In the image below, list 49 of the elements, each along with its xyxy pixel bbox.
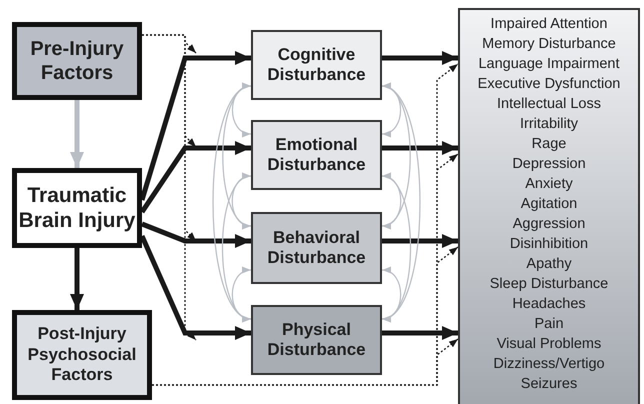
- box-label: Physical Disturbance: [266, 320, 367, 360]
- symptom-text: Apathy: [526, 255, 572, 274]
- arrow: [382, 326, 458, 340]
- symptom-text: Aggression: [512, 215, 586, 234]
- symptom-text: Impaired Attention: [490, 15, 608, 34]
- box-label: Behavioral Disturbance: [266, 228, 367, 268]
- symptom-text: Rage: [532, 135, 566, 154]
- symptom-text: Sleep Disturbance: [490, 275, 608, 294]
- arrow: [222, 85, 252, 227]
- box-label: Post-Injury Psychosocial Factors: [26, 324, 138, 386]
- box-label: Traumatic Brain Injury: [18, 182, 136, 234]
- symptom-text: Visual Problems: [496, 335, 602, 354]
- disturbance-box: [251, 30, 382, 100]
- disturbance-box: [251, 305, 382, 375]
- disturbance-box: [251, 212, 382, 284]
- injury-box: [12, 168, 142, 248]
- symptom-text: Agitation: [520, 195, 578, 214]
- symptom-text: Executive Dysfunction: [478, 75, 620, 94]
- symptom-text: Disinhibition: [510, 235, 588, 254]
- arrow: [382, 51, 458, 65]
- symptom-text: Headaches: [512, 295, 586, 314]
- symptom-text: Anxiety: [525, 175, 573, 194]
- arrow: [382, 268, 402, 321]
- arrow: [70, 248, 84, 310]
- symptom-text: Memory Disturbance: [482, 35, 616, 54]
- arrow: [222, 175, 252, 320]
- symptom-text: Irritability: [520, 115, 578, 134]
- box-label: Cognitive Disturbance: [266, 44, 367, 86]
- arrow: [382, 234, 458, 248]
- factor-box: [12, 310, 152, 400]
- arrow: [382, 175, 412, 320]
- box-label: Emotional Disturbance: [266, 134, 367, 176]
- arrow: [70, 100, 84, 168]
- arrow: [382, 85, 411, 227]
- box-label: Pre-Injury Factors: [29, 37, 125, 85]
- arrow: [232, 268, 252, 321]
- symptom-text: Intellectual Loss: [497, 95, 601, 114]
- symptom-text: Language Impairment: [478, 55, 620, 74]
- symptom-text: Depression: [512, 155, 586, 174]
- dotted-arrow: [142, 34, 196, 340]
- disturbance-box: [251, 120, 382, 190]
- arrow: [141, 222, 251, 248]
- arrow: [382, 141, 458, 155]
- factor-box: [12, 22, 142, 100]
- symptom-text: Pain: [534, 315, 564, 334]
- symptom-text: Dizziness/Vertigo: [493, 355, 605, 374]
- dotted-arrow: [152, 338, 458, 386]
- symptom-panel: [458, 8, 640, 404]
- symptom-text: Seizures: [520, 375, 578, 394]
